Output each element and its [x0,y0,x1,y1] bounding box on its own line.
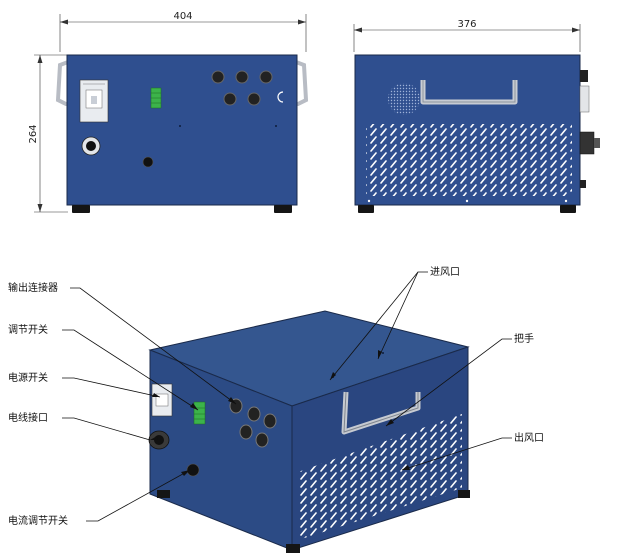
foot [560,205,576,213]
side-view: 376 [353,19,600,213]
foot [274,205,292,213]
front-width-dimension: 404 [59,11,307,52]
label-power-switch: 电源开关 [8,371,48,384]
label-current-adjust-switch: 电流调节开关 [8,514,68,527]
height-dimension: 264 [28,54,68,213]
air-inlet-grille [388,83,420,115]
leader-lines [62,271,512,522]
air-outlet-vents [366,124,572,196]
persp-current-knob [186,463,200,477]
label-air-outlet: 出风口 [514,431,544,444]
foot [72,205,90,213]
current-adjust-knob [142,156,154,168]
front-width-value: 404 [173,11,192,22]
label-air-inlet: 进风口 [430,266,460,278]
label-output-connector: 输出连接器 [8,281,58,294]
output-connectors [211,70,273,106]
label-adjust-switch: 调节开关 [8,323,48,336]
perspective-view [148,310,470,553]
label-power-cord-port: 电线接口 [8,411,48,424]
side-depth-dimension: 376 [353,19,581,52]
side-depth-value: 376 [457,19,476,30]
front-panel [66,54,298,206]
label-handle: 把手 [514,332,534,345]
front-view: 404 264 [28,11,309,213]
height-value: 264 [28,124,39,143]
foot [358,205,374,213]
leader-arrowheads [150,350,410,476]
side-knob [580,70,588,82]
persp-adjust-switch [193,401,206,425]
